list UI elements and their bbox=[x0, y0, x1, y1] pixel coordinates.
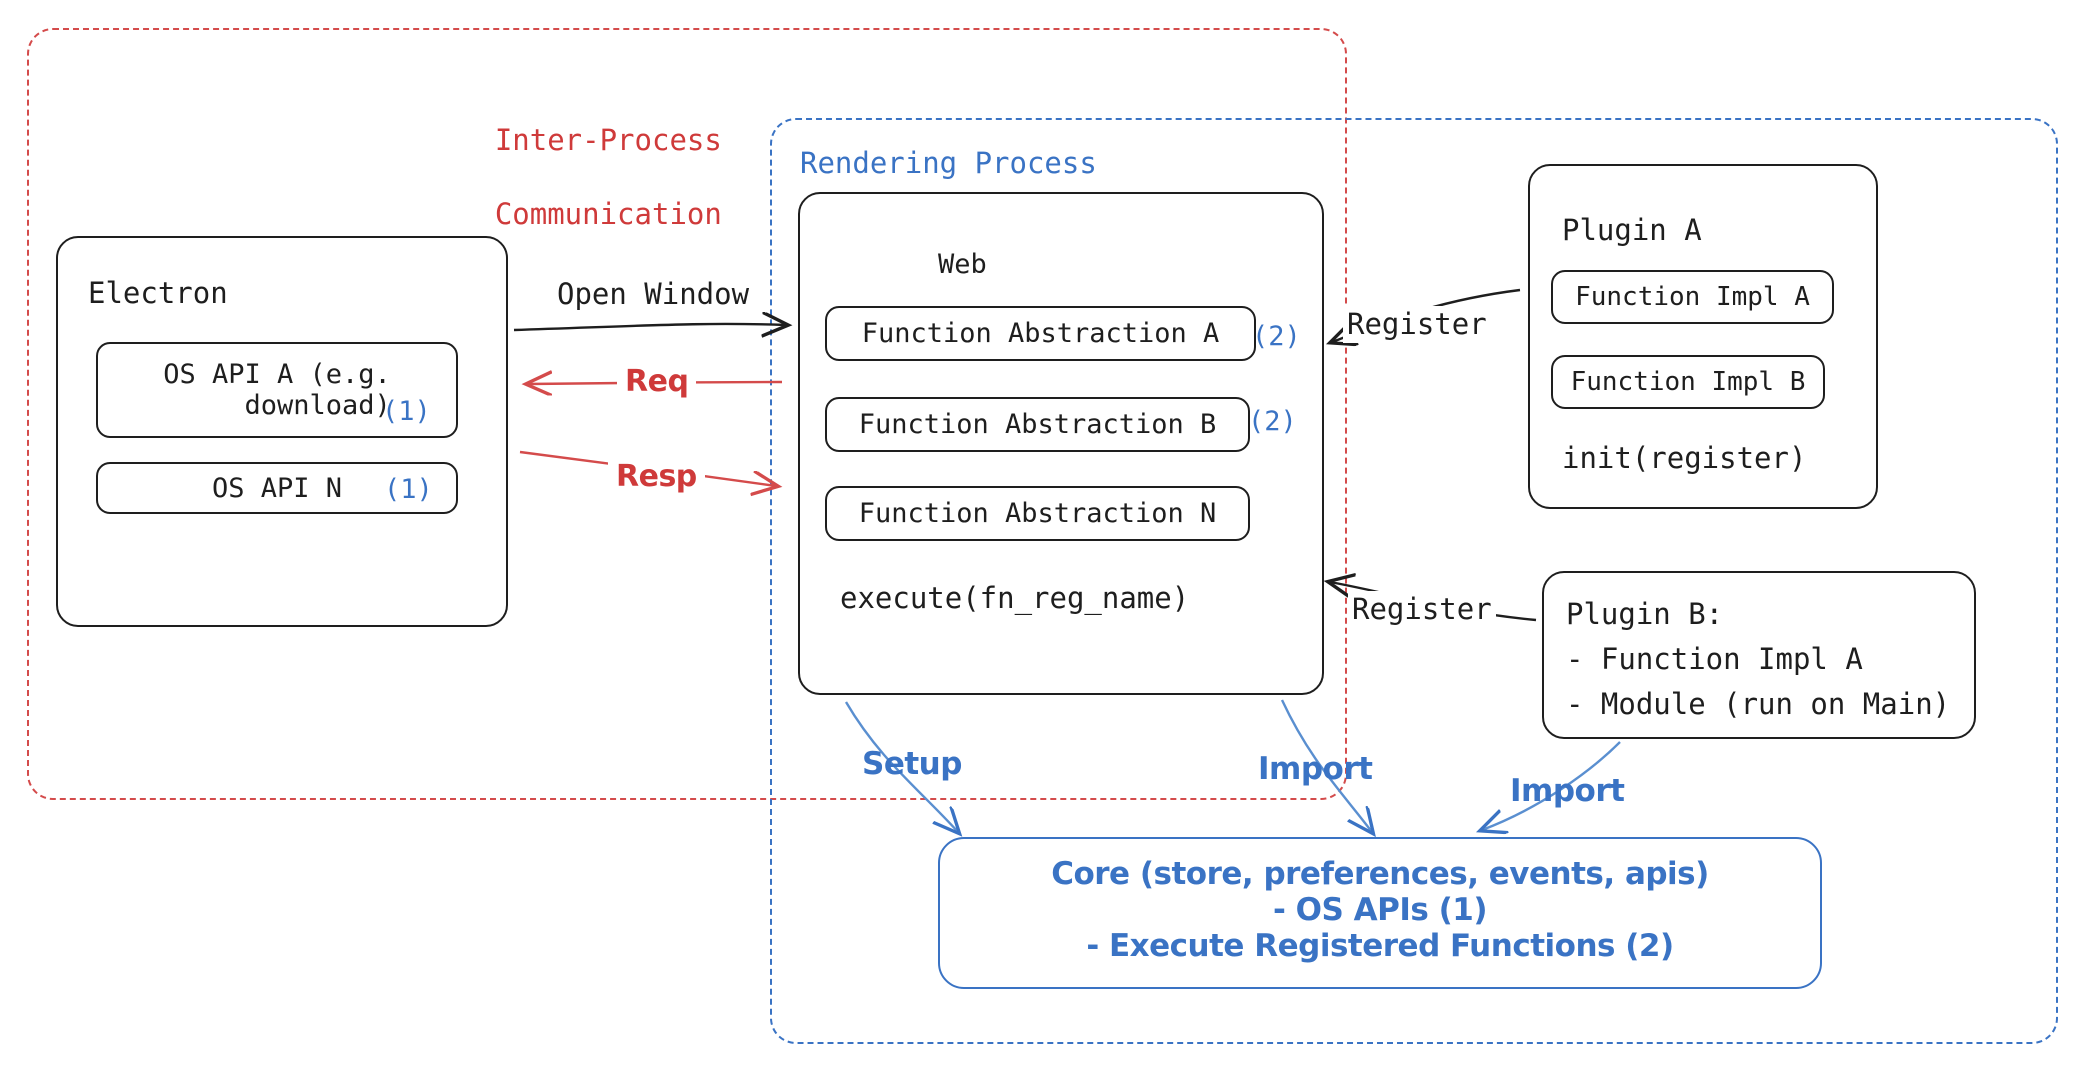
web-title: Web bbox=[938, 249, 987, 280]
electron-title: Electron bbox=[88, 276, 228, 310]
ipc-title: Inter-Process Communication bbox=[425, 85, 722, 271]
ipc-title-line-2: Communication bbox=[494, 197, 722, 232]
function-abstraction-a-label: Function Abstraction A bbox=[861, 318, 1220, 349]
plugin-b-title: Plugin B: bbox=[1566, 597, 1724, 631]
function-abstraction-n-box: Function Abstraction N bbox=[825, 486, 1250, 541]
os-api-n-label: OS API N bbox=[211, 472, 343, 504]
os-api-n-marker: (1) bbox=[384, 474, 433, 505]
core-line-execute: - Execute Registered Functions (2) bbox=[1086, 928, 1674, 964]
os-api-a-marker: (1) bbox=[382, 396, 431, 427]
function-abstraction-b-label: Function Abstraction B bbox=[858, 409, 1217, 440]
function-abstraction-a-box: Function Abstraction A bbox=[825, 306, 1256, 361]
edge-label-import-web: Import bbox=[1258, 751, 1373, 787]
web-box bbox=[798, 192, 1324, 695]
edge-label-req: Req bbox=[617, 363, 697, 402]
plugin-a-box bbox=[1528, 164, 1878, 509]
plugin-b-box bbox=[1542, 571, 1976, 739]
function-impl-b-box: Function Impl B bbox=[1551, 355, 1825, 409]
function-abstraction-b-marker: (2) bbox=[1248, 406, 1297, 437]
edge-label-setup: Setup bbox=[862, 746, 962, 782]
function-impl-b-label: Function Impl B bbox=[1570, 367, 1806, 397]
core-line-os-apis: - OS APIs (1) bbox=[1272, 892, 1488, 928]
plugin-a-title: Plugin A bbox=[1562, 213, 1702, 247]
web-execute-label: execute(fn_reg_name) bbox=[840, 581, 1190, 615]
rendering-process-title: Rendering Process bbox=[800, 146, 1097, 180]
edge-label-import-plugin-b: Import bbox=[1510, 773, 1625, 809]
plugin-a-init-label: init(register) bbox=[1562, 441, 1807, 475]
function-abstraction-b-box: Function Abstraction B bbox=[825, 397, 1250, 452]
edge-label-register-lower: Register bbox=[1348, 591, 1496, 629]
edge-label-register-upper: Register bbox=[1343, 306, 1491, 344]
edge-label-open-window: Open Window bbox=[557, 277, 750, 311]
function-abstraction-a-marker: (2) bbox=[1252, 321, 1301, 352]
plugin-b-line-module: - Module (run on Main) bbox=[1566, 687, 1951, 721]
os-api-n-box: OS API N bbox=[96, 462, 458, 514]
function-impl-a-box: Function Impl A bbox=[1551, 270, 1834, 324]
electron-box bbox=[56, 236, 508, 627]
ipc-boundary-container bbox=[27, 28, 1347, 800]
os-api-a-box: OS API A (e.g. download) bbox=[96, 342, 458, 438]
function-abstraction-n-label: Function Abstraction N bbox=[858, 498, 1217, 529]
plugin-b-line-impl: - Function Impl A bbox=[1566, 642, 1863, 676]
function-impl-a-label: Function Impl A bbox=[1575, 282, 1810, 312]
edge-label-resp: Resp bbox=[608, 458, 705, 497]
core-box bbox=[938, 837, 1822, 989]
ipc-title-line-1: Inter-Process bbox=[494, 123, 722, 158]
os-api-a-label: OS API A (e.g. download) bbox=[163, 359, 391, 421]
core-line-title: Core (store, preferences, events, apis) bbox=[1051, 856, 1709, 892]
rendering-process-container bbox=[770, 118, 2058, 1044]
